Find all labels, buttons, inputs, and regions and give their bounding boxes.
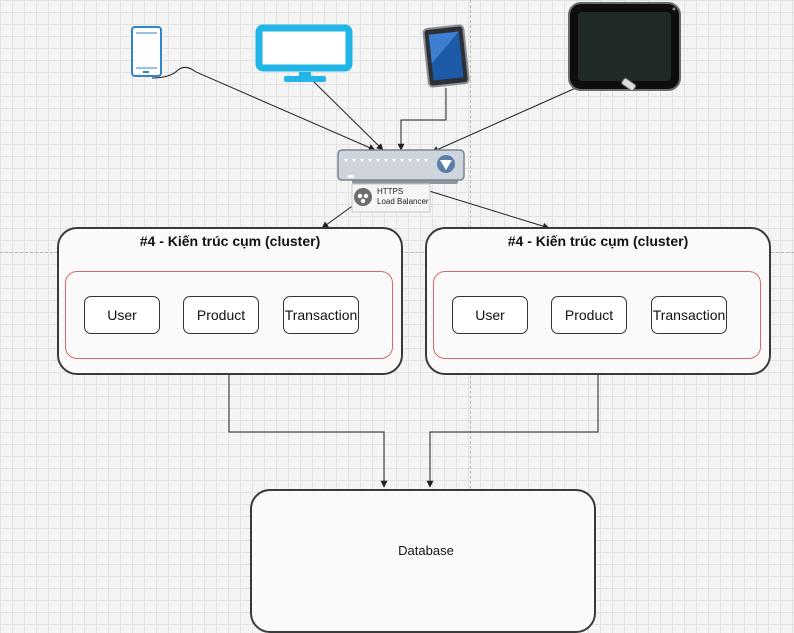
connector-cluster-left-db (228, 373, 388, 488)
database-container (250, 489, 596, 633)
https-badge-icon (351, 183, 431, 213)
connector-tablet-lb (397, 88, 447, 151)
connector-monitor-lb (311, 79, 384, 151)
service-product[interactable]: Product (183, 296, 259, 334)
service-group: User Product Transaction (433, 271, 761, 359)
service-user[interactable]: User (452, 296, 528, 334)
diagram-canvas (131, 2, 681, 571)
cluster-left: #4 - Kiến trúc cụm (cluster) User Produc… (57, 227, 403, 375)
lb-label-line1: HTTPS (377, 187, 404, 196)
database-label: Database (398, 543, 454, 558)
tablet-large-icon (568, 2, 681, 92)
connector-cluster-right-db (426, 373, 599, 488)
load-balancer-icon (337, 149, 465, 184)
load-balancer-label: HTTPS Load Balancer (377, 187, 429, 207)
monitor-icon (255, 24, 353, 82)
tablet-icon (422, 24, 470, 88)
service-product[interactable]: Product (551, 296, 627, 334)
smartphone-icon (131, 26, 162, 77)
service-group: User Product Transaction (65, 271, 393, 359)
cluster-title: #4 - Kiến trúc cụm (cluster) (507, 233, 689, 249)
lb-label-line2: Load Balancer (377, 197, 429, 206)
cluster-title: #4 - Kiến trúc cụm (cluster) (139, 233, 321, 249)
connector-tablet-large-lb (431, 86, 579, 153)
connector-phone-lb (151, 66, 376, 151)
service-transaction[interactable]: Transaction (651, 296, 727, 334)
cluster-right: #4 - Kiến trúc cụm (cluster) User Produc… (425, 227, 771, 375)
service-transaction[interactable]: Transaction (283, 296, 359, 334)
service-user[interactable]: User (84, 296, 160, 334)
